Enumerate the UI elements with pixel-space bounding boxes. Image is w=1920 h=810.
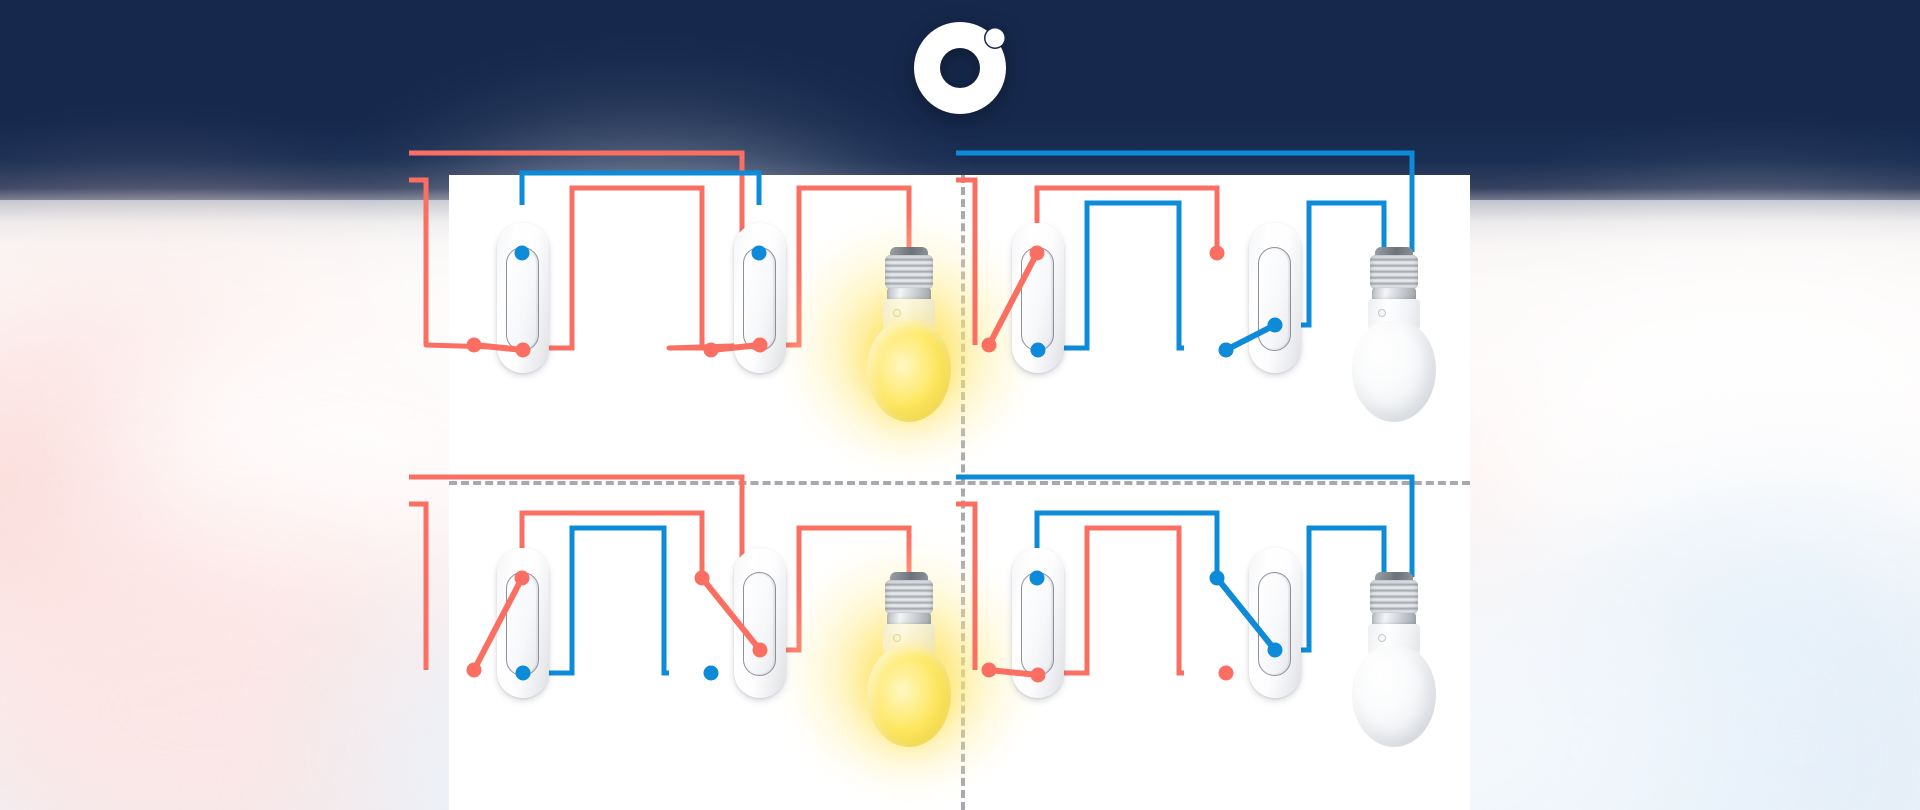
ionic-logo-icon: [914, 22, 1006, 114]
rocker-face: [509, 250, 536, 348]
quadrant-top-left[interactable]: [409, 150, 1031, 480]
bulb-screw-threads: [885, 580, 933, 614]
bulb-globe: [867, 321, 951, 422]
bulb-screw-threads: [885, 255, 933, 289]
bulb-screw-threads: [1370, 255, 1418, 289]
rocker-plate[interactable]: [743, 572, 776, 676]
rocker-plate[interactable]: [506, 572, 539, 676]
divider-horizontal: [449, 481, 1470, 485]
bulb-cap: [1375, 572, 1413, 583]
wiring-top-right: [956, 150, 1415, 351]
bulb-cap: [1375, 247, 1413, 258]
bulb-marking-icon: [1378, 634, 1386, 642]
bulb-cap: [890, 247, 928, 258]
bulb-collar: [1372, 613, 1416, 626]
light-bulb-on: [787, 546, 1031, 790]
quadrant-bottom-right[interactable]: [956, 474, 1474, 790]
bulb-screw-threads: [1370, 580, 1418, 614]
rocker-plate[interactable]: [743, 247, 776, 351]
rocker-plate[interactable]: [1021, 572, 1054, 676]
rocker-switch-1[interactable]: [1012, 548, 1064, 698]
rocker-plate[interactable]: [1258, 572, 1291, 676]
rocker-switch-2[interactable]: [734, 548, 786, 698]
quadrant-bottom-left[interactable]: [409, 474, 1031, 790]
bulb-collar: [887, 613, 931, 626]
rocker-plate[interactable]: [1021, 247, 1054, 351]
rocker-face: [1024, 575, 1051, 673]
rocker-switch-1[interactable]: [1012, 223, 1064, 373]
rocker-face: [509, 575, 536, 673]
bulb-collar: [1372, 288, 1416, 301]
rocker-switch-1[interactable]: [497, 223, 549, 373]
bulb-globe: [1352, 646, 1436, 747]
rocker-switch-2[interactable]: [1249, 548, 1301, 698]
light-bulb-off: [1352, 572, 1436, 747]
wiring-bottom-left: [409, 474, 912, 676]
light-bulb-off: [1352, 247, 1436, 422]
rocker-plate[interactable]: [506, 247, 539, 351]
bulb-marking-icon: [893, 309, 901, 317]
wiring-bottom-right: [956, 474, 1415, 676]
bulb-cap: [890, 572, 928, 583]
rocker-face: [1261, 575, 1288, 673]
bulb-globe: [867, 646, 951, 747]
rocker-switch-2[interactable]: [734, 223, 786, 373]
rocker-face: [746, 250, 773, 348]
rocker-face: [1024, 250, 1051, 348]
rocker-switch-1[interactable]: [497, 548, 549, 698]
bulb-globe: [1352, 321, 1436, 422]
rocker-switch-2[interactable]: [1249, 223, 1301, 373]
rocker-plate[interactable]: [1258, 247, 1291, 351]
bulb-collar: [887, 288, 931, 301]
rocker-face: [746, 575, 773, 673]
rocker-face: [1261, 250, 1288, 348]
bulb-marking-icon: [893, 634, 901, 642]
bulb-marking-icon: [1378, 309, 1386, 317]
light-bulb-on: [787, 221, 1031, 465]
quadrant-top-right[interactable]: [956, 150, 1474, 480]
diagram-panel: [409, 150, 1470, 810]
divider-vertical: [961, 175, 965, 810]
